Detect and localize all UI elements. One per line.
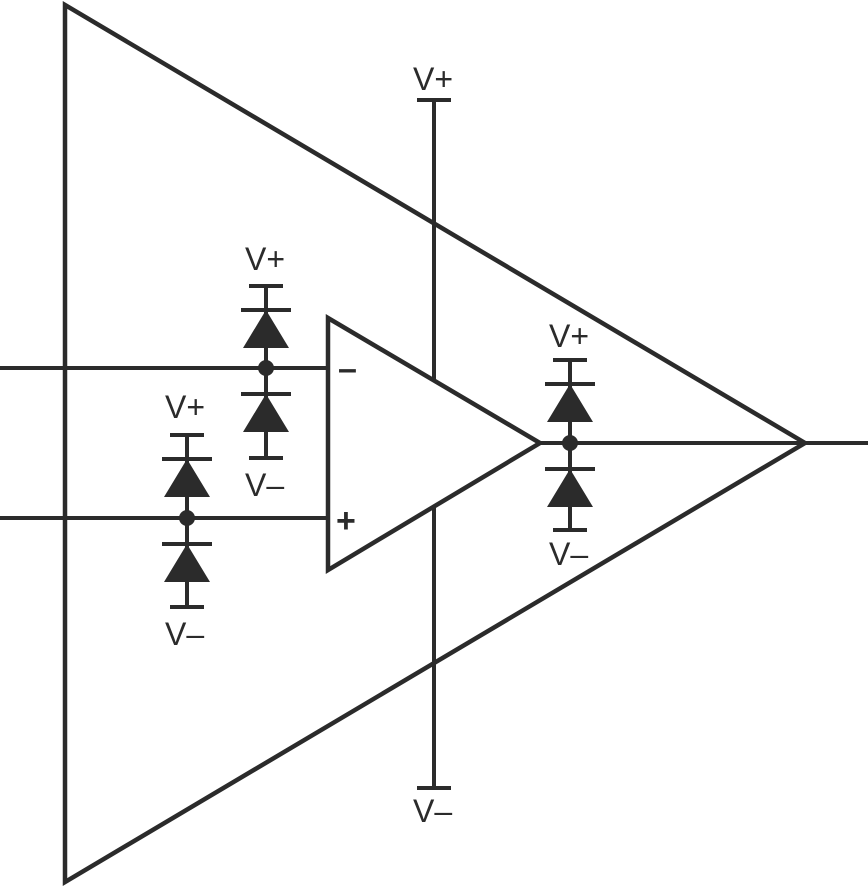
supply-bottom-label: V– xyxy=(413,793,452,829)
output-clamp-diodes: V+ V– xyxy=(545,318,595,572)
output-clamp-bottom-label: V– xyxy=(549,536,588,572)
noninverting-sign: + xyxy=(336,502,356,540)
inverting-junction-dot xyxy=(258,360,274,376)
inverting-upper-diode xyxy=(243,310,289,348)
output-junction-dot xyxy=(562,435,578,451)
noninverting-clamp-diodes: V+ V– xyxy=(162,389,212,652)
inverting-clamp-top-label: V+ xyxy=(245,241,285,277)
noninverting-lower-diode xyxy=(164,544,210,582)
noninverting-upper-diode xyxy=(164,459,210,497)
inverting-clamp-diodes: V+ V– xyxy=(241,241,291,503)
noninverting-clamp-top-label: V+ xyxy=(165,389,205,425)
supply-top-label: V+ xyxy=(413,61,453,97)
inverting-lower-diode xyxy=(243,394,289,432)
noninverting-junction-dot xyxy=(179,510,195,526)
output-lower-diode xyxy=(547,469,593,507)
output-upper-diode xyxy=(547,384,593,422)
noninverting-clamp-bottom-label: V– xyxy=(165,616,204,652)
inverting-sign: – xyxy=(338,350,357,388)
output-clamp-top-label: V+ xyxy=(549,318,589,354)
inner-op-amp-triangle xyxy=(325,314,545,574)
inverting-clamp-bottom-label: V– xyxy=(245,467,284,503)
